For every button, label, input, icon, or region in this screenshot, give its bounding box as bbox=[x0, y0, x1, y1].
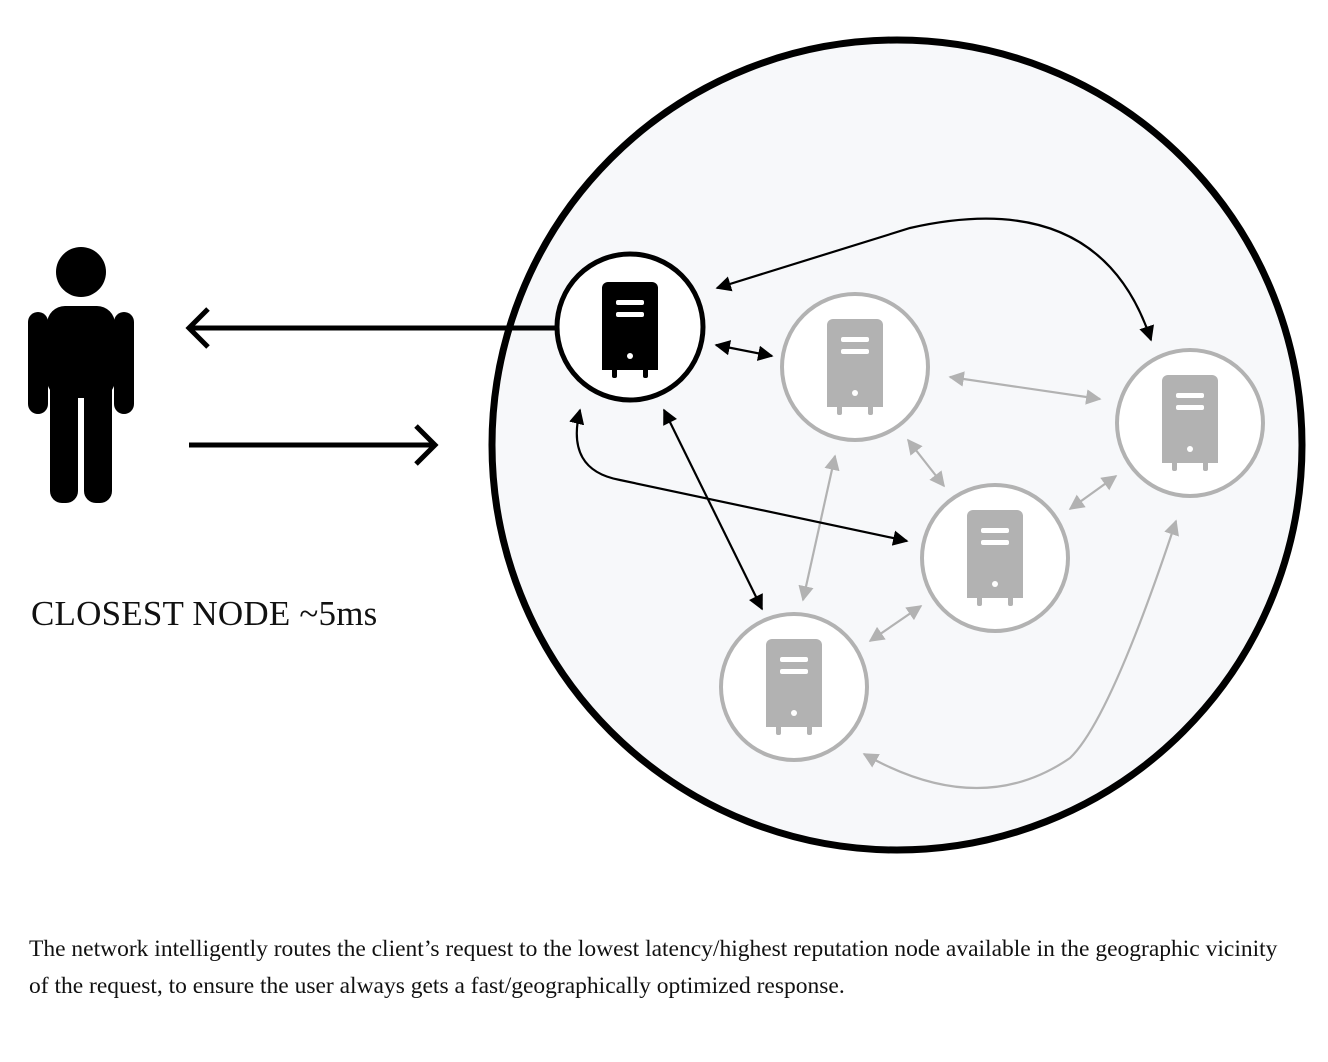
server-icon bbox=[1162, 375, 1218, 471]
link-n4-n3 bbox=[1068, 475, 1118, 510]
link-n1-n3 bbox=[715, 217, 1154, 342]
person-icon bbox=[28, 247, 134, 503]
link-n1-n2 bbox=[714, 340, 774, 361]
server-icon bbox=[602, 282, 658, 378]
node-2 bbox=[780, 292, 930, 442]
link-n2-n3 bbox=[948, 371, 1102, 405]
request-arrowhead bbox=[414, 424, 439, 466]
link-n2-n4 bbox=[907, 438, 945, 488]
link-n1-n4 bbox=[569, 408, 909, 546]
network-diagram bbox=[28, 36, 1306, 854]
diagram-caption: The network intelligently routes the cli… bbox=[29, 936, 1278, 999]
server-icon bbox=[766, 639, 822, 735]
response-arrowhead bbox=[185, 307, 210, 349]
closest-node bbox=[554, 251, 706, 403]
node-5 bbox=[719, 612, 869, 762]
node-3 bbox=[1115, 348, 1265, 498]
server-icon bbox=[827, 319, 883, 415]
link-n5-n3 bbox=[862, 519, 1179, 790]
node-4 bbox=[920, 483, 1070, 633]
server-icon bbox=[967, 510, 1023, 606]
closest-node-label: CLOSEST NODE ~5ms bbox=[31, 594, 378, 633]
primary-connections bbox=[569, 217, 1154, 611]
